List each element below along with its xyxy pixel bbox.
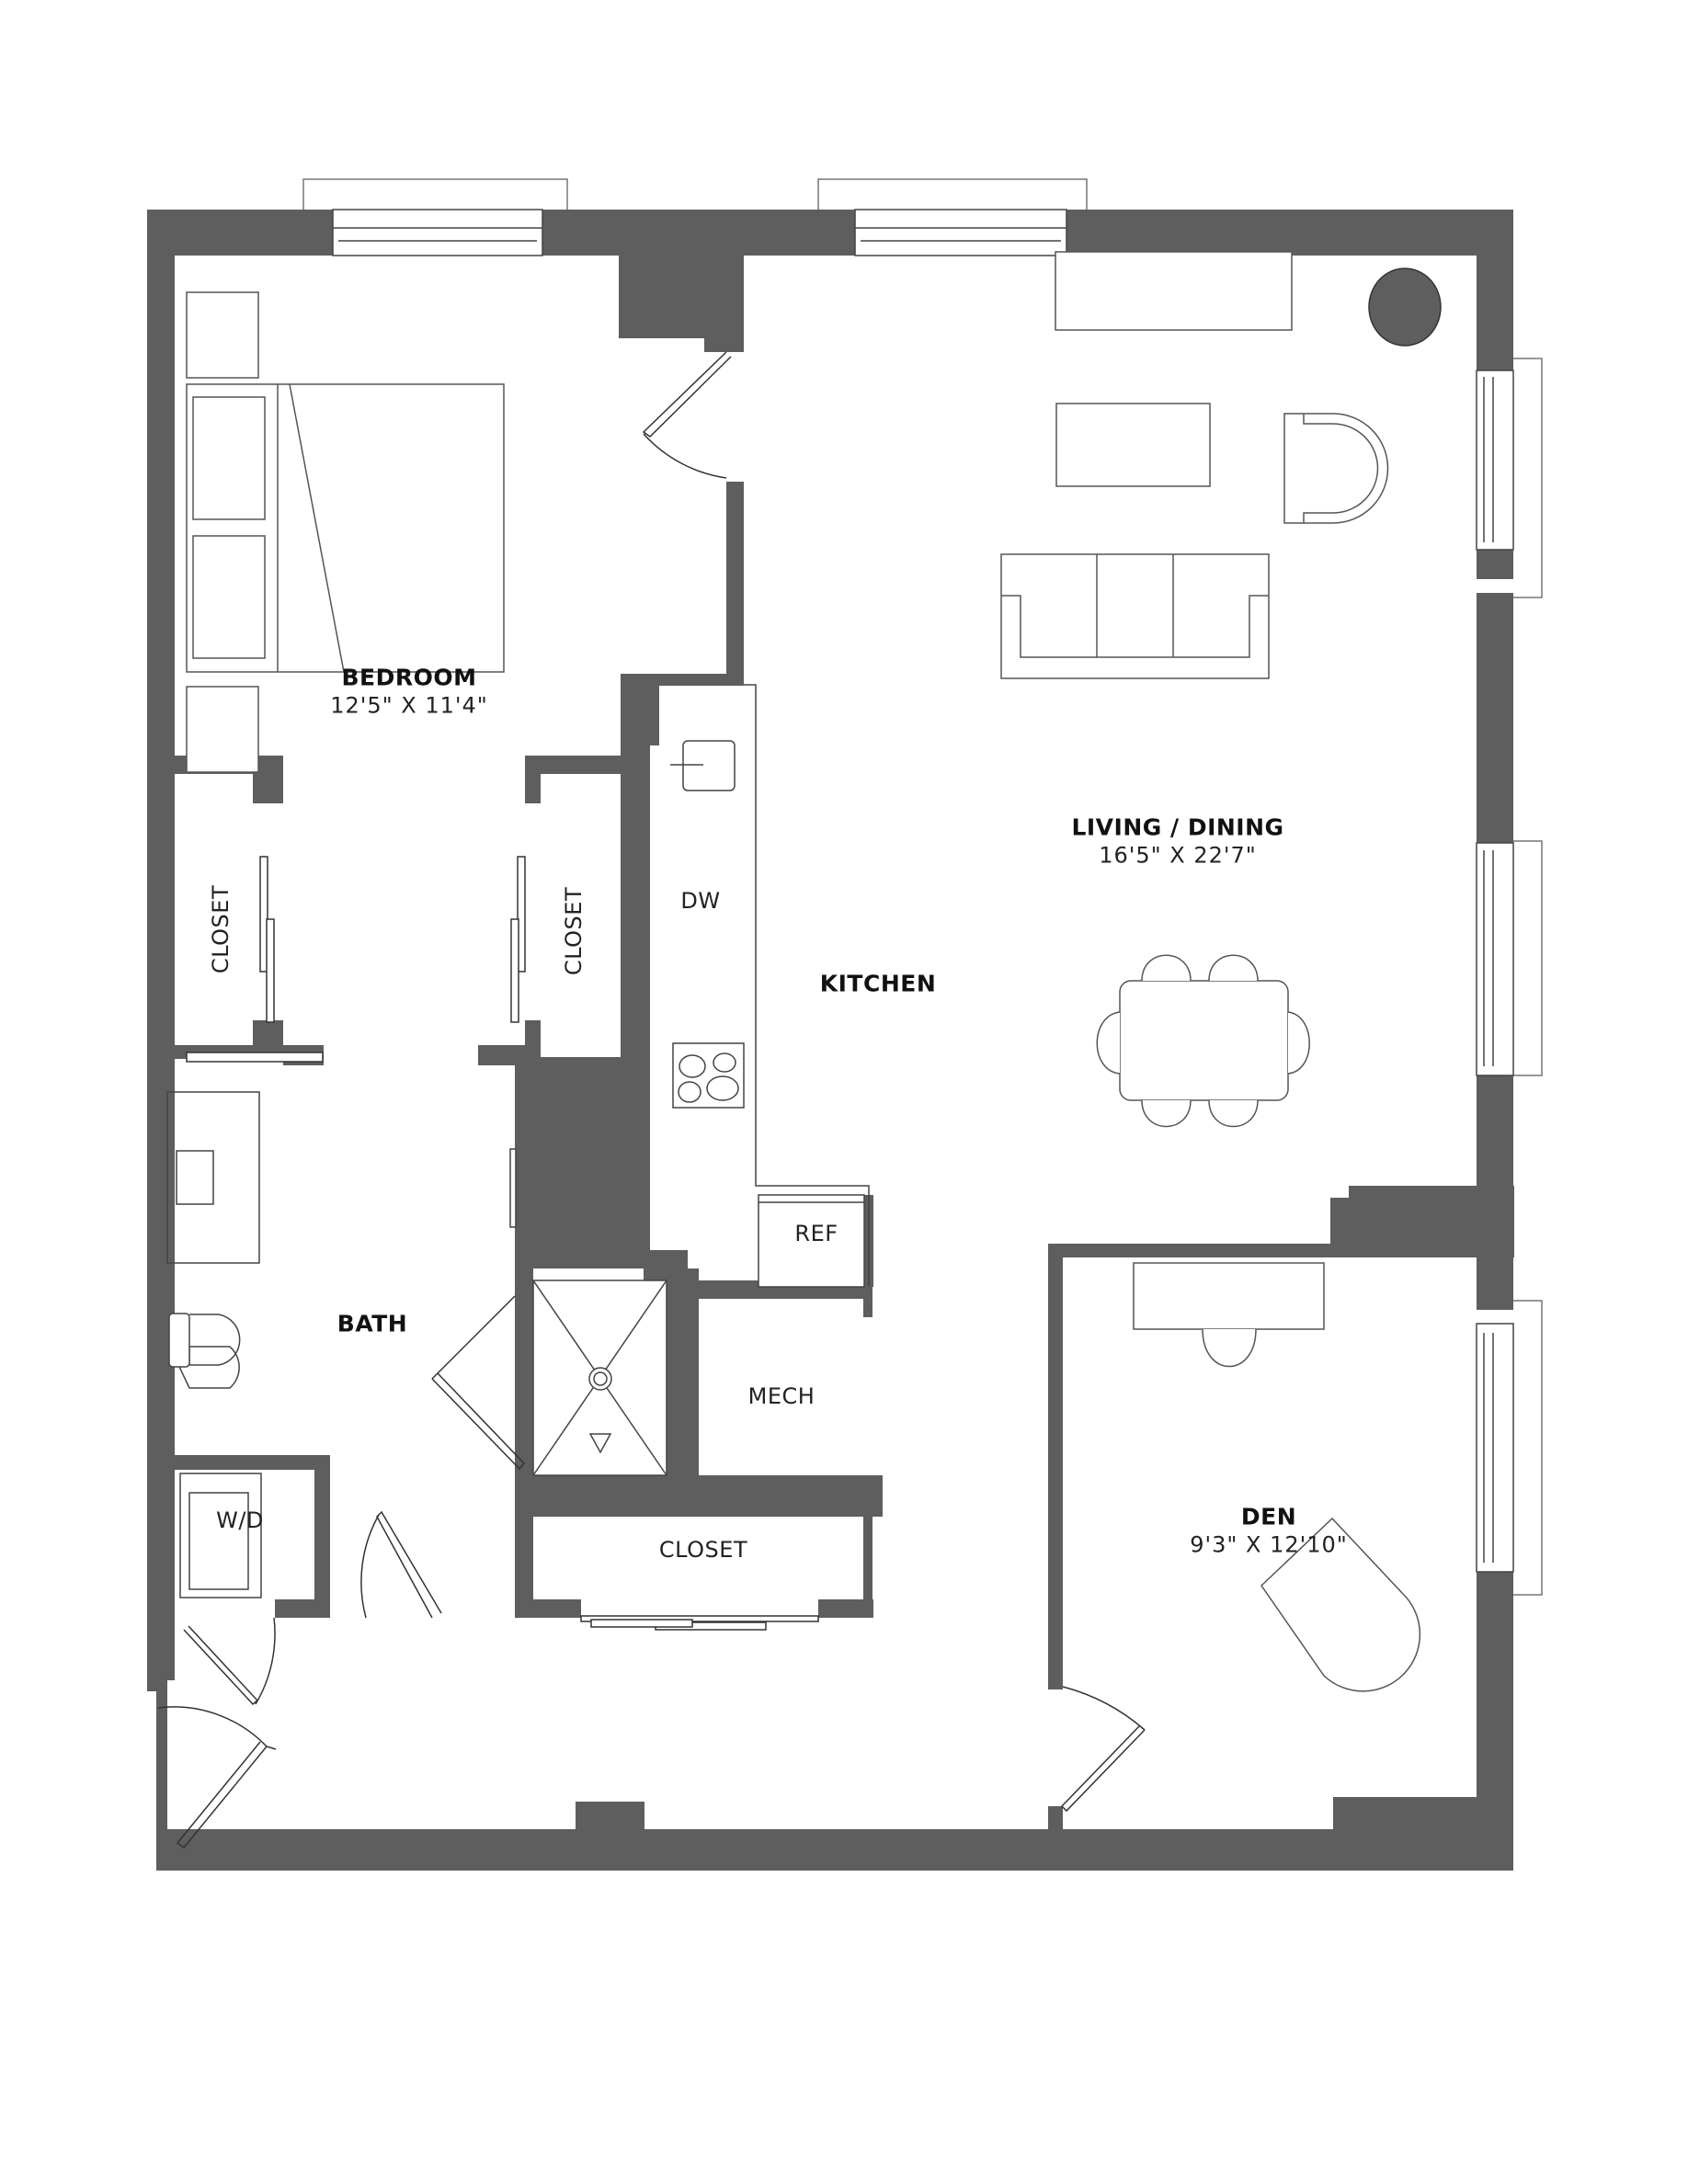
room-label-bedroom: BEDROOM 12'5" X 11'4" (330, 665, 488, 719)
room-label-bath: BATH (337, 1311, 407, 1337)
console (1055, 251, 1293, 331)
window-sills (302, 178, 1543, 1596)
label-refrigerator: REF (794, 1221, 838, 1246)
nightstand-top (186, 291, 259, 379)
room-name: KITCHEN (819, 970, 937, 997)
room-label-kitchen: KITCHEN (820, 971, 937, 997)
label-closet-hall: CLOSET (658, 1537, 748, 1563)
plant (1368, 267, 1442, 347)
label-mechanical: MECH (747, 1383, 815, 1409)
dining-table (1119, 980, 1289, 1101)
coffee-table (1055, 403, 1211, 487)
room-name: DEN (1240, 1503, 1297, 1530)
room-dimensions: 9'3" X 12'10" (1190, 1531, 1348, 1558)
desk (1133, 1262, 1325, 1330)
label-closet-right: CLOSET (561, 886, 587, 976)
bedroom-furniture (186, 291, 505, 773)
den-furniture (1133, 1262, 1421, 1692)
bath-fixtures (166, 1091, 667, 1476)
kitchen-fixtures (670, 684, 870, 1288)
living-furniture (1000, 251, 1442, 1128)
label-dishwasher: DW (680, 888, 721, 914)
room-label-living-dining: LIVING / DINING 16'5" X 22'7" (1071, 814, 1283, 869)
room-name: BATH (336, 1310, 408, 1337)
room-dimensions: 12'5" X 11'4" (330, 692, 488, 719)
laundry (179, 1473, 262, 1598)
room-dimensions: 16'5" X 22'7" (1099, 842, 1257, 869)
room-name: BEDROOM (341, 664, 477, 691)
room-label-den: DEN 9'3" X 12'10" (1190, 1504, 1348, 1558)
windows (332, 209, 1514, 1573)
doors (157, 351, 1146, 1849)
label-closet-left: CLOSET (208, 884, 234, 974)
nightstand-bottom (186, 686, 259, 773)
label-washer-dryer: W/D (216, 1507, 264, 1533)
room-name: LIVING / DINING (1071, 813, 1284, 841)
sofa (1000, 553, 1270, 679)
